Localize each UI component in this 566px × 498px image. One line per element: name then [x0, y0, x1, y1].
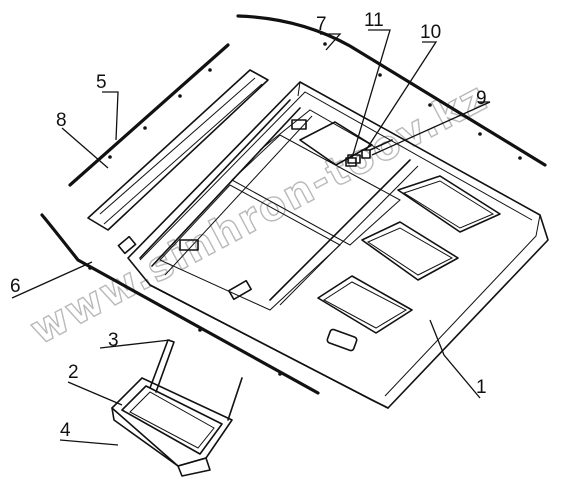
callout-5: 5	[96, 72, 107, 93]
callout-6: 6	[10, 276, 21, 297]
leader-lines	[11, 29, 491, 446]
recessed-panels	[299, 121, 501, 334]
callout-11: 11	[364, 10, 384, 31]
watermark-text: www.sinhron-toov.kz	[23, 74, 495, 354]
callout-7: 7	[316, 14, 327, 35]
seal-2-bracket-3	[149, 339, 243, 421]
callout-1: 1	[476, 377, 487, 398]
callout-8: 8	[56, 110, 67, 131]
callout-2: 2	[68, 362, 79, 383]
trim-strip-7	[236, 14, 547, 167]
trim-strip-5	[68, 43, 230, 187]
clip-11	[345, 157, 357, 167]
trim-strip-6	[40, 213, 320, 395]
clip-9	[369, 139, 393, 151]
callout-4: 4	[60, 420, 71, 441]
tray-4	[111, 377, 233, 477]
side-channel-8	[87, 69, 269, 255]
callout-9: 9	[476, 88, 487, 109]
callout-10: 10	[420, 22, 441, 43]
roof-panel-1	[127, 81, 549, 409]
trim-strip-7-holes	[323, 42, 522, 160]
callout-3: 3	[108, 330, 119, 351]
